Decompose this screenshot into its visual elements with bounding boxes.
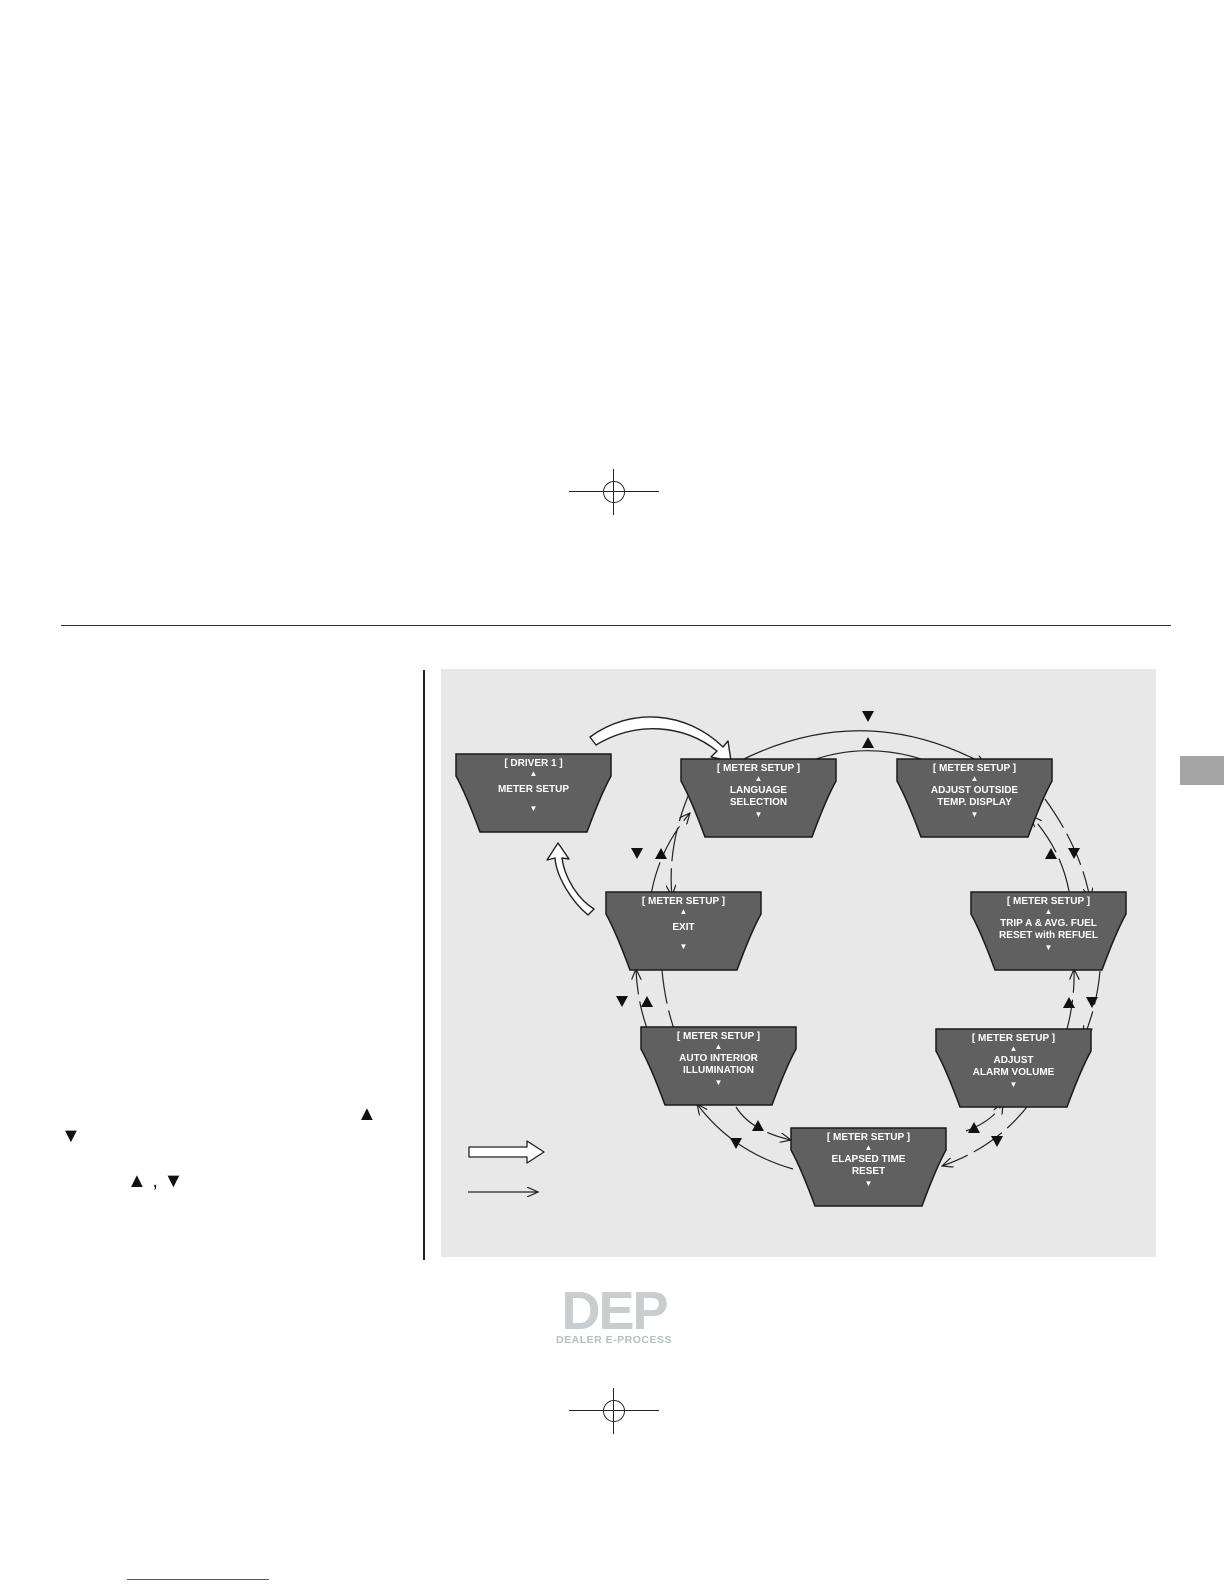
down-triangle-icon xyxy=(616,996,628,1007)
up-triangle-icon xyxy=(641,996,653,1007)
dep-logo-mark: DEP xyxy=(561,1281,669,1341)
screen-line: RESET with REFUEL xyxy=(999,930,1098,941)
up-triangle-icon xyxy=(655,848,667,859)
logo-main-text: DEP xyxy=(561,1283,667,1335)
registration-mark-bottom xyxy=(569,1388,659,1434)
screen-header: [ METER SETUP ] xyxy=(1007,896,1090,907)
down-triangle-icon xyxy=(1086,997,1098,1008)
screen-line: AUTO INTERIOR xyxy=(679,1053,758,1064)
screen-line: ADJUST OUTSIDE xyxy=(931,785,1019,796)
down-triangle-icon xyxy=(991,1136,1003,1147)
down-triangle-icon xyxy=(730,1138,742,1149)
legend xyxy=(468,1140,545,1192)
arrow-control-symbols xyxy=(616,711,1098,1149)
screen-line: ADJUST xyxy=(993,1055,1033,1066)
column-divider xyxy=(423,670,425,1260)
screen-up-symbol: ▲ xyxy=(755,774,763,783)
screen-up-symbol: ▲ xyxy=(865,1143,873,1152)
meter-setup-diagram: [ DRIVER 1 ]▲METER SETUP▼[ METER SETUP ]… xyxy=(441,669,1156,1257)
screen-line: METER SETUP xyxy=(498,784,569,795)
exit-arrow-hollow xyxy=(546,842,595,916)
screen-header: [ METER SETUP ] xyxy=(933,763,1016,774)
section-thumb-tab xyxy=(1180,756,1224,785)
up-down-arrow-symbols: ▲ , ▼ xyxy=(127,1170,184,1192)
screen-header: [ METER SETUP ] xyxy=(717,763,800,774)
screen-shape xyxy=(605,891,762,971)
screen-up-symbol: ▲ xyxy=(530,769,538,778)
down-triangle-icon xyxy=(1068,848,1080,859)
screen-down-symbol: ▼ xyxy=(715,1078,723,1087)
screen-line: ILLUMINATION xyxy=(683,1065,754,1076)
registration-mark-top xyxy=(569,469,659,515)
screen-shape xyxy=(640,1026,797,1106)
arrow-lang-to-exit xyxy=(671,788,692,896)
arrow-alarm-to-trip xyxy=(1065,969,1074,1034)
screen-line: TRIP A & AVG. FUEL xyxy=(1000,918,1097,929)
screen-header: [ METER SETUP ] xyxy=(677,1031,760,1042)
screen-down-symbol: ▼ xyxy=(865,1179,873,1188)
screen-up-symbol: ▲ xyxy=(1010,1044,1018,1053)
diagram-canvas: [ DRIVER 1 ]▲METER SETUP▼[ METER SETUP ]… xyxy=(455,711,1127,1207)
screen-illum: [ METER SETUP ]▲ AUTO INTERIORILLUMINATIO… xyxy=(640,1026,797,1106)
screen-shape xyxy=(455,753,612,833)
screen-shape xyxy=(970,891,1127,971)
screen-down-symbol: ▼ xyxy=(530,804,538,813)
screen-up-symbol: ▲ xyxy=(715,1042,723,1051)
down-triangle-icon xyxy=(631,848,643,859)
screen-header: [ METER SETUP ] xyxy=(972,1033,1055,1044)
up-triangle-icon xyxy=(1045,848,1057,859)
arrow-alarm-to-elapsed xyxy=(942,1102,1031,1166)
screen-header: [ METER SETUP ] xyxy=(827,1132,910,1143)
screen-line: RESET xyxy=(852,1166,885,1177)
down-triangle-icon xyxy=(862,711,874,722)
screen-shape xyxy=(790,1127,947,1207)
screen-down-symbol: ▼ xyxy=(1010,1080,1018,1089)
up-triangle-icon xyxy=(752,1120,764,1131)
legend-hollow-arrow xyxy=(468,1140,545,1164)
screen-line: EXIT xyxy=(672,922,694,933)
screen-down-symbol: ▼ xyxy=(1045,943,1053,952)
screen-trip: [ METER SETUP ]▲ TRIP A & AVG. FUELRESET … xyxy=(970,891,1127,971)
screen-exit: [ METER SETUP ]▲ EXIT ▼ xyxy=(605,891,762,971)
up-triangle-icon xyxy=(968,1122,980,1133)
screen-down-symbol: ▼ xyxy=(971,810,979,819)
up-arrow-symbol: ▲ xyxy=(357,1103,377,1125)
up-triangle-icon xyxy=(862,737,874,748)
screen-up-symbol: ▲ xyxy=(1045,907,1053,916)
screen-up-symbol: ▲ xyxy=(971,774,979,783)
screen-up-symbol: ▲ xyxy=(680,907,688,916)
setup-screens: [ DRIVER 1 ]▲METER SETUP▼[ METER SETUP ]… xyxy=(455,753,1127,1207)
screen-line: TEMP. DISPLAY xyxy=(937,797,1012,808)
arrow-elapsed-to-illum xyxy=(697,1104,794,1170)
screen-line: SELECTION xyxy=(730,797,787,808)
screen-down-symbol: ▼ xyxy=(755,810,763,819)
screen-down-symbol: ▼ xyxy=(680,942,688,951)
screen-driver: [ DRIVER 1 ]▲ METER SETUP ▼ xyxy=(455,753,612,833)
screen-line: ALARM VOLUME xyxy=(973,1067,1055,1078)
hyperlink-underline[interactable] xyxy=(127,1579,269,1580)
screen-line: LANGUAGE xyxy=(730,785,788,796)
screen-shape xyxy=(935,1028,1092,1108)
arrow-lang-to-temp xyxy=(733,730,986,765)
up-triangle-icon xyxy=(1063,997,1075,1008)
screen-header: [ METER SETUP ] xyxy=(642,896,725,907)
screen-shape xyxy=(680,758,837,838)
down-arrow-symbol: ▼ xyxy=(61,1125,81,1147)
dealer-eprocess-logo: DEP DEALER E-PROCESS xyxy=(534,1281,694,1346)
screen-line: ELAPSED TIME xyxy=(832,1154,906,1165)
arrow-exit-to-lang xyxy=(650,813,690,896)
screen-shape xyxy=(896,758,1053,838)
screen-header: [ DRIVER 1 ] xyxy=(504,758,562,769)
logo-subtitle: DEALER E-PROCESS xyxy=(556,1334,672,1346)
horizontal-rule xyxy=(61,625,1171,626)
arrow-trip-to-temp xyxy=(1031,816,1070,892)
arrow-illum-to-elapsed xyxy=(735,1106,791,1140)
